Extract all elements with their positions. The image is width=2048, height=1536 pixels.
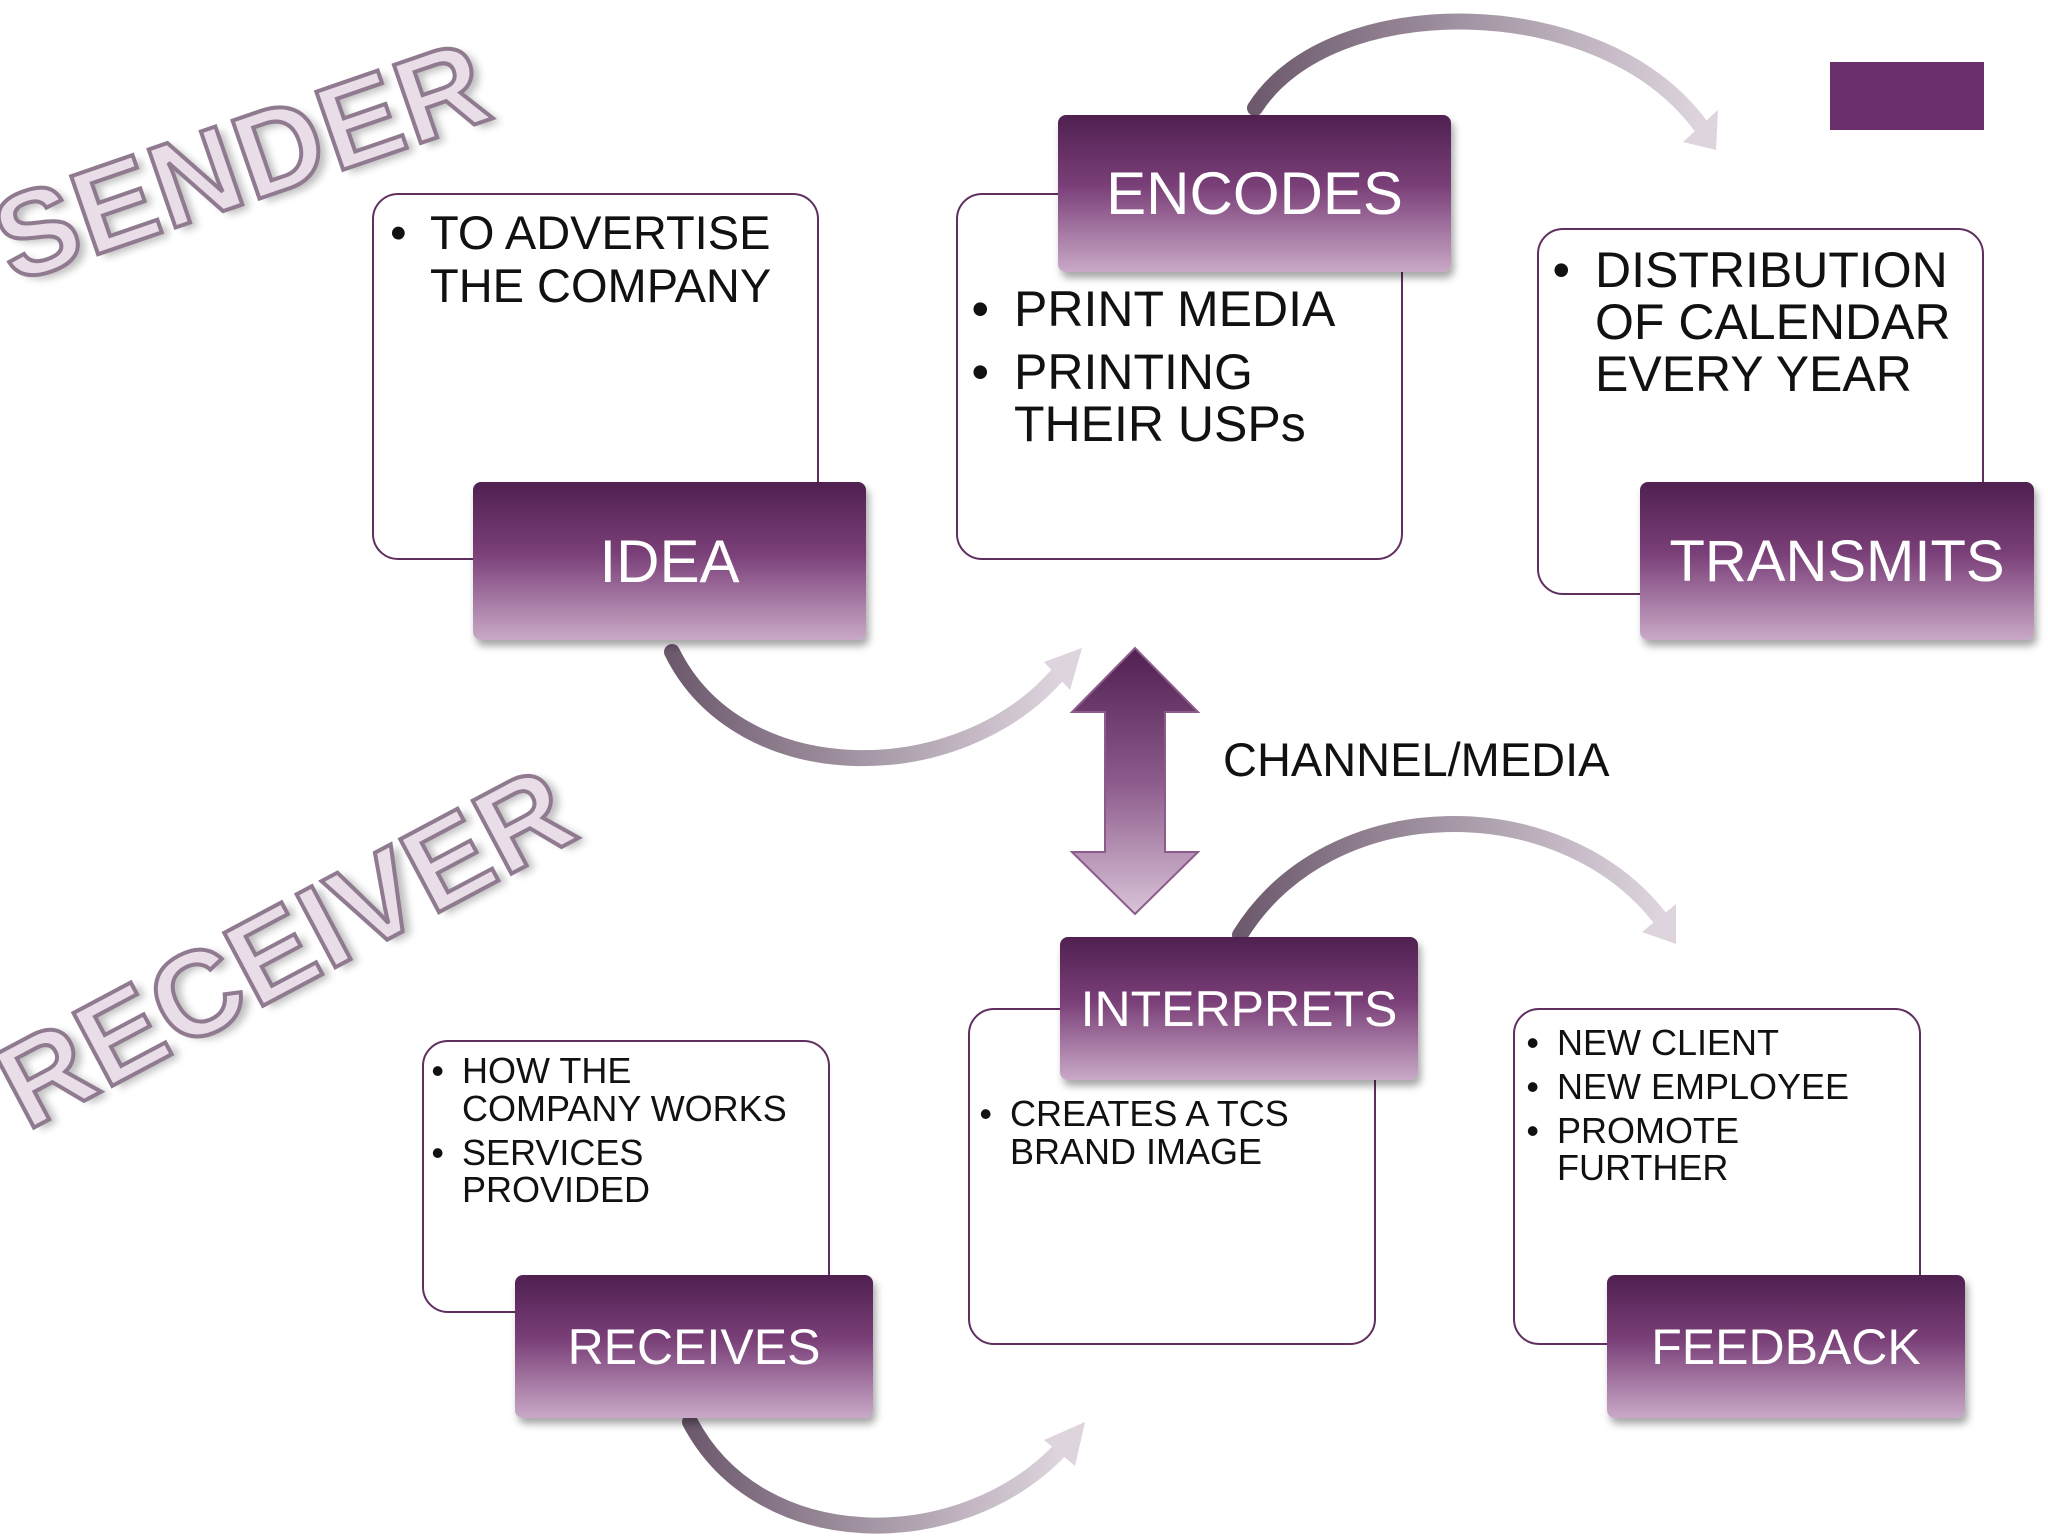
transmits-bullet-list: DISTRIBUTION OF CALENDAR EVERY YEAR (1553, 244, 1966, 400)
idea-bullet-list: TO ADVERTISE THE COMPANY (390, 206, 801, 312)
encodes-item-2: PRINTING THEIR USPs (972, 345, 1385, 451)
feedback-label: FEEDBACK (1607, 1275, 1965, 1418)
encodes-item-1: PRINT MEDIA (972, 283, 1385, 336)
feedback-item-1: NEW CLIENT (1526, 1024, 1907, 1062)
feedback-item-2: NEW EMPLOYEE (1526, 1067, 1907, 1106)
feedback-item-3: PROMOTE FURTHER (1526, 1111, 1907, 1188)
curve-arrow-encodes-to-transmits (1247, 13, 1718, 150)
feedback-bullet-list: NEW CLIENT NEW EMPLOYEE PROMOTE FURTHER (1526, 1024, 1907, 1188)
encodes-label: ENCODES (1058, 115, 1451, 272)
receives-label: RECEIVES (515, 1275, 873, 1418)
transmits-item-1: DISTRIBUTION OF CALENDAR EVERY YEAR (1553, 244, 1966, 400)
idea-item-1: TO ADVERTISE THE COMPANY (390, 206, 801, 312)
curve-arrow-idea-to-channel (664, 644, 1082, 767)
double-arrow-channel (1069, 646, 1201, 916)
interprets-bullet-list: CREATES A TCS BRAND IMAGE (979, 1095, 1362, 1171)
receives-content-box: HOW THE COMPANY WORKS SERVICES PROVIDED (422, 1040, 830, 1313)
idea-label: IDEA (473, 482, 866, 640)
transmits-label: TRANSMITS (1640, 482, 2034, 640)
channel-media-label: CHANNEL/MEDIA (1223, 733, 1610, 786)
curve-arrow-receives-to-interprets (682, 1414, 1085, 1534)
accent-square (1830, 62, 1984, 130)
receives-bullet-list: HOW THE COMPANY WORKS SERVICES PROVIDED (431, 1052, 816, 1210)
interprets-item-1: CREATES A TCS BRAND IMAGE (979, 1095, 1362, 1171)
receives-item-1: HOW THE COMPANY WORKS (431, 1052, 816, 1128)
curve-arrow-interprets-to-feedback (1232, 816, 1676, 944)
interprets-label: INTERPRETS (1060, 937, 1418, 1080)
encodes-bullet-list: PRINT MEDIA PRINTING THEIR USPs (972, 283, 1385, 451)
receives-item-2: SERVICES PROVIDED (431, 1133, 816, 1210)
